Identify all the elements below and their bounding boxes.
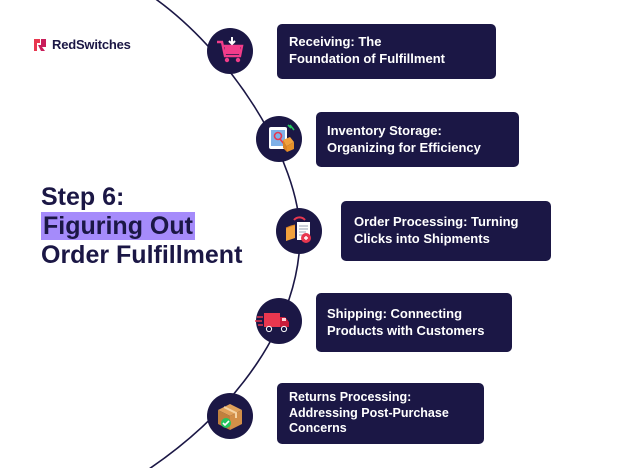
redswitches-logo-icon: [34, 38, 46, 51]
step-3-line-2: Clicks into Shipments: [354, 231, 490, 246]
step-1-card: Receiving: The Foundation of Fulfillment: [277, 24, 496, 79]
step-5-line-1: Returns Processing:: [289, 390, 412, 404]
order-process-icon: [285, 216, 311, 243]
title-line-3: Order Fulfillment: [41, 241, 243, 269]
step-3-card: Order Processing: Turning Clicks into Sh…: [341, 201, 551, 261]
return-package-icon: [218, 404, 242, 430]
step-1-node: [207, 28, 253, 74]
step-2-node: [256, 116, 302, 162]
delivery-truck-icon: [255, 313, 289, 333]
step-3-node: [276, 208, 322, 254]
step-2-line-1: Inventory Storage:: [327, 123, 442, 138]
step-5-line-3: Concerns: [289, 421, 347, 435]
step-3-line-1: Order Processing: Turning: [354, 214, 519, 229]
title-line-1: Step 6:: [41, 183, 125, 211]
step-5-node: [207, 393, 253, 439]
shopping-cart-icon: [217, 37, 244, 63]
step-4-line-1: Shipping: Connecting: [327, 306, 463, 321]
step-2-card: Inventory Storage: Organizing for Effici…: [316, 112, 519, 167]
step-4-line-2: Products with Customers: [327, 323, 485, 338]
inventory-box-icon: [269, 124, 295, 152]
step-1-line-2: Foundation of Fulfillment: [289, 51, 445, 66]
brand-logo: RedSwitches: [33, 37, 131, 52]
step-5-line-2: Addressing Post-Purchase: [289, 405, 449, 420]
step-4-node: [255, 298, 302, 344]
step-4-card: Shipping: Connecting Products with Custo…: [316, 293, 512, 352]
step-1-line-1: Receiving: The: [289, 34, 382, 49]
title-line-2-highlight: Figuring Out: [41, 212, 195, 240]
step-5-card: Returns Processing: Addressing Post-Purc…: [277, 383, 484, 444]
step-2-line-2: Organizing for Efficiency: [327, 140, 481, 155]
brand-name: RedSwitches: [52, 37, 131, 52]
page-title: Step 6: Figuring Out Order Fulfillment: [41, 183, 242, 270]
